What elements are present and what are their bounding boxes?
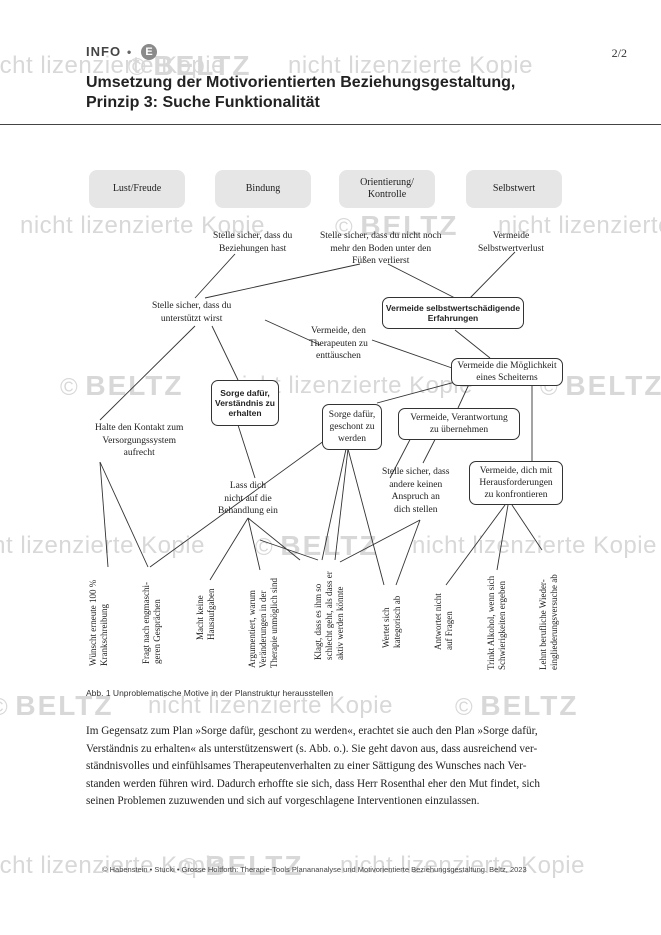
watermark: nicht lizenzierte Kopie [288, 52, 533, 79]
behavior-gespraeche: Fragt nach engmaschi- geren Gesprächen [141, 582, 162, 664]
behavior-wiedereingliederung: Lehnt berufliche Wieder- eingliederungsv… [538, 574, 559, 670]
behavior-hausaufgaben: Macht keine Hausaufgaben [195, 588, 216, 640]
plan-therapeut-enttaeuschen: Vermeide, den Therapeuten zu enttäuschen [309, 326, 368, 361]
plan-selbstwertschaedigend: Vermeide selbstwertschädigende Erfahrung… [382, 297, 524, 329]
plan-selbstwertverlust: Vermeide Selbstwertverlust [478, 231, 544, 254]
plan-verstaendnis: Sorge dafür, Verständnis zu erhalten [211, 380, 279, 426]
watermark: nicht lizenzierte Kopie [148, 692, 393, 719]
figure-caption: Abb. 1 Unproblematische Motive in der Pl… [86, 688, 334, 698]
plan-beziehungen: Stelle sicher, dass du Beziehungen hast [213, 231, 293, 254]
title-line-1: Umsetzung der Motivorientierten Beziehun… [86, 74, 516, 91]
body-line: standen werden führen wird. Dadurch erho… [86, 777, 540, 790]
watermark: nicht lizenzierte Kopie [0, 52, 225, 79]
behavior-alkohol: Trinkt Alkohol, wenn sich Schwierigkeite… [486, 575, 507, 670]
plan-behandlung: Lass dich nicht auf die Behandlung ein [218, 481, 278, 516]
plan-herausforderungen: Vermeide, dich mit Herausforderungen zu … [469, 461, 563, 505]
page-title: Umsetzung der Motivorientierten Beziehun… [86, 73, 515, 113]
behavior-wertet-ab: Wertet sich kategorisch ab [381, 595, 402, 648]
watermark: nicht lizenzierte Kopie [412, 532, 657, 559]
body-line: seinen Problemen zuzuwenden und sich auf… [86, 795, 480, 808]
plan-unterstuetzt: Stelle sicher, dass du unterstützt wirst [152, 301, 232, 324]
watermark-brand: © BELTZ [540, 370, 661, 401]
header-divider [0, 124, 661, 125]
behavior-antwortet-nicht: Antwortet nicht auf Fragen [433, 593, 454, 650]
behavior-krankschreibung: Wünscht erneute 100 % Krankschreibung [88, 579, 109, 666]
e-badge: E [141, 44, 157, 60]
page-number: 2/2 [611, 46, 627, 60]
watermark-brand: © BELTZ [455, 690, 579, 721]
behavior-klagt: Klagt, dass es ihm so schlecht geht, als… [313, 571, 345, 660]
watermark: nicht lizenzierte Kopie [498, 212, 661, 239]
watermark-brand: © BELTZ [335, 210, 459, 241]
plan-kontakt-versorgung: Halte den Kontakt zum Versorgungssystem … [95, 423, 184, 458]
body-paragraph: Im Gegensatz zum Plan »Sorge dafür, gesc… [86, 723, 578, 811]
plan-boden: Stelle sicher, dass du nicht noch mehr d… [320, 231, 442, 266]
goal-orientierung-kontrolle: Orientierung/ Kontrolle [339, 170, 435, 208]
plan-verantwortung: Vermeide, Verantwortung zu übernehmen [398, 408, 520, 440]
body-line: ständnisvolles und einfühlsames Therapeu… [86, 760, 527, 773]
watermark-brand: © BELTZ [60, 370, 184, 401]
watermark-brand: © BELTZ [0, 690, 114, 721]
plan-scheitern: Vermeide die Möglichkeit eines Scheitern… [451, 358, 563, 386]
plan-geschont: Sorge dafür, geschont zu werden [322, 404, 382, 450]
title-line-2: Prinzip 3: Suche Funktionalität [86, 94, 320, 111]
watermark: nicht lizenzierte Kopie [340, 852, 585, 879]
watermark-brand: © BELTZ [128, 50, 252, 81]
goal-bindung: Bindung [215, 170, 311, 208]
watermark-brand: © BELTZ [255, 530, 379, 561]
section-label: INFO [86, 44, 122, 59]
bullet: • [127, 45, 132, 59]
body-line: Im Gegensatz zum Plan »Sorge dafür, gesc… [86, 725, 538, 737]
watermark: nicht lizenzierte Kopie [20, 212, 265, 239]
behavior-argumentiert: Argumentiert, warum Veränderungen in der… [247, 578, 279, 668]
footer-copyright: © Habenstein • Stucki • Grosse Holtforth… [102, 865, 527, 874]
goal-lust-freude: Lust/Freude [89, 170, 185, 208]
body-line: Verständnis zu erhalten« als unterstütze… [86, 742, 538, 755]
plan-anspruch: Stelle sicher, dass andere keinen Anspru… [382, 467, 450, 515]
watermark-brand: © BELTZ [180, 850, 304, 881]
watermark: nicht lizenzierte Kopie [0, 532, 205, 559]
watermark: nicht lizenzierte Kopie [0, 852, 225, 879]
goal-selbstwert: Selbstwert [466, 170, 562, 208]
